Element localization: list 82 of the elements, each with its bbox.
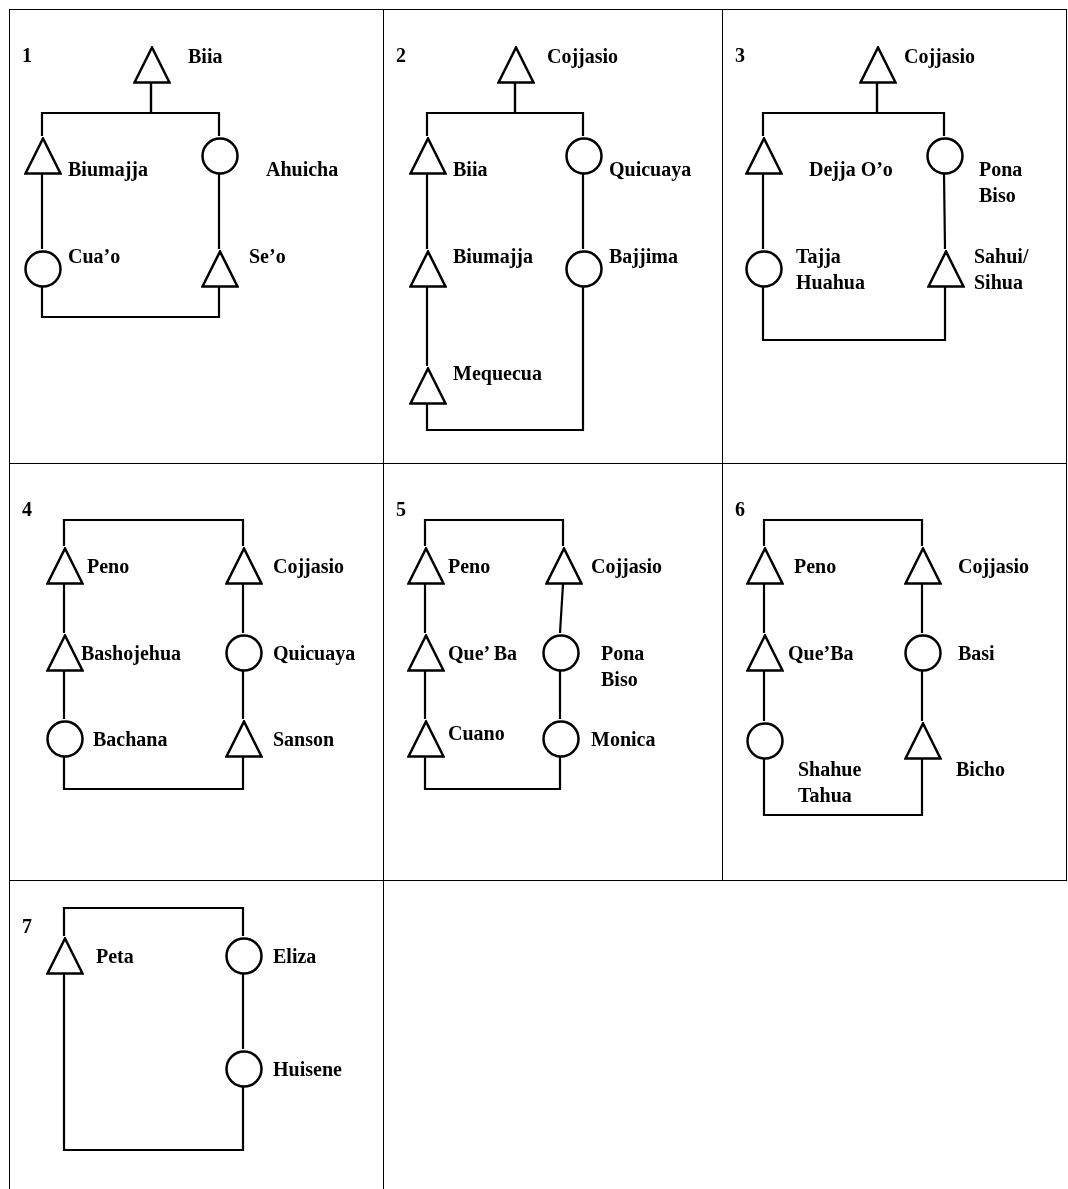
panel [9,9,384,464]
person-name: Bachana [93,727,168,752]
kinship-line [62,974,245,1152]
person-name: Quicuaya [273,641,356,666]
kinship-line [423,671,427,719]
kinship-line [423,757,562,791]
panel-number: 6 [735,497,745,522]
kinship-line [513,83,585,136]
person-name: Cojjasio [273,554,345,579]
person-name: Biumajja [453,244,533,269]
kinship-line [762,759,924,817]
kinship-line [425,287,429,366]
person-name: Bajjima [609,244,678,269]
kinship-line [558,583,565,634]
kinship-line [241,671,245,719]
person-name: Se’o [249,244,286,269]
person-name: Bicho [956,757,1005,782]
panel-number: 3 [735,43,745,68]
kinship-line [761,287,947,342]
kinship-line [425,174,429,249]
panel [722,9,1067,464]
person-name: Tajja Huahua [796,244,866,295]
person-name: Biia [453,157,488,182]
panel [722,463,1067,881]
person-name: Cuano [448,721,505,746]
kinship-line [40,287,221,319]
kinship-line [62,518,245,546]
person-name: Shahue Tahua [798,757,863,808]
panel-number: 5 [396,497,406,522]
person-name: Biia [188,44,223,69]
person-name: Peno [448,554,491,579]
kinship-line [217,174,221,249]
panel-number: 2 [396,43,406,68]
kinship-line [62,757,245,791]
kinship-line [425,287,585,432]
person-name: Dejja O’o [809,157,893,182]
person-name: Monica [591,727,656,752]
person-name: Cojjasio [958,554,1030,579]
person-name: Mequecua [453,361,542,386]
kinship-line [762,584,766,633]
kinship-line [875,83,946,136]
person-name: Huisene [273,1057,342,1082]
person-name: Cojjasio [904,44,976,69]
kinship-line [762,671,766,721]
person-name: Sahui/ Sihua [974,244,1030,295]
person-name: Que’ Ba [448,641,518,666]
kinship-line [62,584,66,633]
kinship-line [761,174,765,249]
person-name: Peno [794,554,837,579]
person-name: Pona Biso [979,157,1024,208]
kinship-line [40,174,44,249]
kinship-line [62,906,245,936]
kinship-line [241,584,245,633]
kinship-line [942,174,947,249]
person-name: Peno [87,554,130,579]
kinship-line [581,174,585,249]
kinship-line [423,518,565,546]
person-name: Cojjasio [547,44,619,69]
person-name: Quicuaya [609,157,692,182]
panel-number: 4 [22,497,32,522]
person-name: Basi [958,641,995,666]
person-name: Cojjasio [591,554,663,579]
kinship-line [149,83,221,136]
kinship-line [241,974,245,1049]
person-name: Cua’o [68,244,121,269]
kinship-line [423,584,427,633]
person-name: Bashojehua [81,641,182,666]
kinship-line [558,671,562,719]
kinship-line [62,671,66,719]
person-name: Biumajja [68,157,148,182]
panel [9,880,384,1189]
kinship-line [920,671,924,721]
panel-number: 7 [22,914,32,939]
kinship-line [762,518,924,546]
person-name: Eliza [273,944,317,969]
person-name: Sanson [273,727,335,752]
panel-number: 1 [22,43,32,68]
person-name: Que’Ba [788,641,854,666]
kinship-line [920,584,924,633]
person-name: Peta [96,944,134,969]
person-name: Pona Biso [601,641,646,692]
person-name: Ahuicha [266,157,339,182]
